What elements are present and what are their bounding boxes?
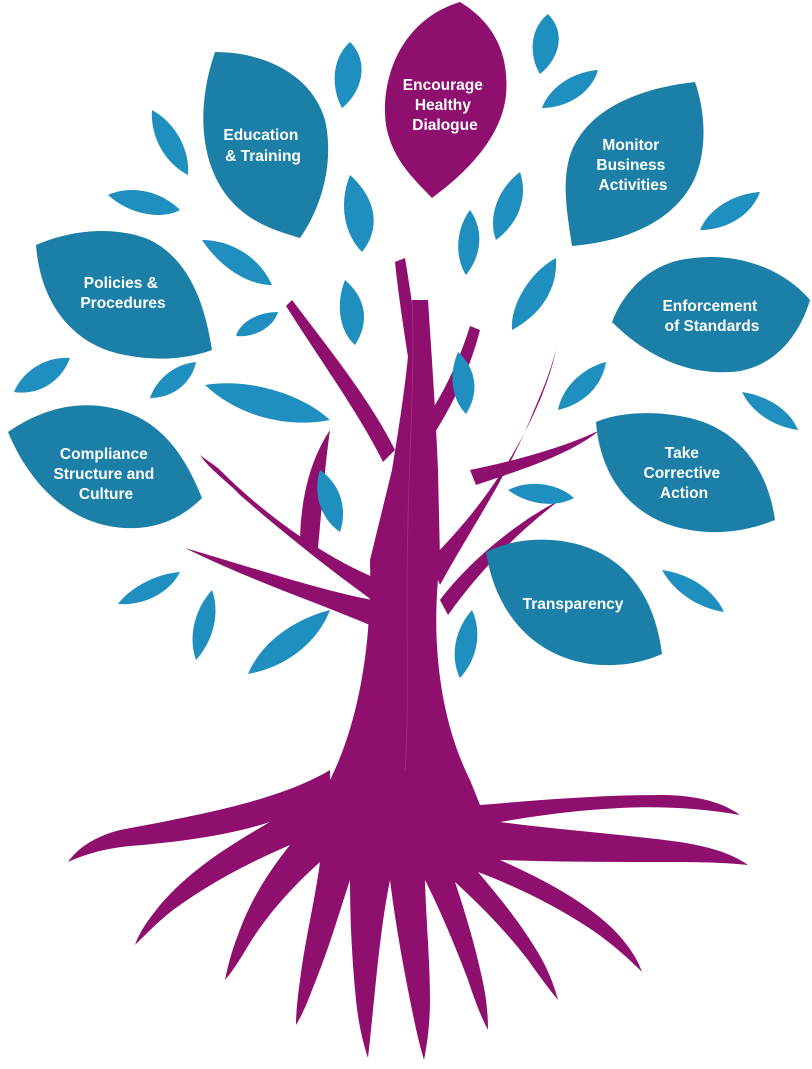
leaf-shape (565, 82, 704, 246)
branch-right-side (470, 430, 600, 485)
trunk (330, 300, 470, 780)
small-leaf (454, 610, 478, 678)
leaf-label-transparency: Transparency (523, 596, 624, 613)
leaf-shape (8, 405, 202, 529)
leaf-label-monitor-business: Monitor Business Activities (596, 137, 669, 194)
small-leaf (508, 483, 574, 504)
small-leaf (558, 362, 606, 410)
leaf-label-enforcement-standards: Enforcement of Standards (662, 298, 761, 335)
small-leaf (742, 392, 798, 430)
small-leaf (334, 42, 362, 108)
labeled-leaves: Encourage Healthy Dialogue Education & T… (8, 2, 810, 666)
branch-left (200, 455, 380, 600)
leaf-label-compliance-structure: Compliance Structure and Culture (53, 446, 158, 503)
small-leaf (458, 210, 480, 275)
leaf-encourage-dialogue[interactable]: Encourage Healthy Dialogue (384, 2, 507, 198)
leaf-compliance-structure[interactable]: Compliance Structure and Culture (8, 405, 202, 529)
small-leaf (150, 362, 196, 398)
leaf-label-education-training: Education & Training (223, 127, 302, 165)
leaf-label-policies-procedures: Policies & Procedures (80, 275, 165, 312)
small-leaf (452, 352, 475, 414)
small-leaf (236, 312, 278, 337)
leaf-monitor-business[interactable]: Monitor Business Activities (565, 82, 704, 246)
small-leaf (14, 357, 70, 393)
branch-center-left (286, 300, 395, 462)
branch-right (430, 350, 556, 585)
small-leaf (317, 470, 344, 532)
leaf-transparency[interactable]: Transparency (486, 539, 662, 666)
small-leaves (14, 14, 798, 678)
small-leaf (662, 570, 724, 612)
roots (68, 770, 748, 1060)
branch-center-right (420, 326, 480, 440)
leaf-shape (384, 2, 507, 198)
tree-trunk (68, 258, 748, 1060)
small-leaf (542, 70, 598, 108)
small-leaf (343, 175, 374, 252)
branch-left-up (300, 430, 330, 548)
leaf-shape (36, 230, 212, 359)
leaf-shape (203, 52, 329, 238)
leaf-label-encourage-dialogue: Encourage Healthy Dialogue (403, 77, 487, 134)
small-leaf (532, 14, 559, 74)
small-leaf (151, 110, 189, 175)
small-leaf (511, 258, 557, 330)
small-leaf (205, 383, 330, 423)
small-leaf (700, 192, 760, 230)
small-leaf (202, 240, 272, 285)
leaf-label-take-corrective-action: Take Corrective Action (644, 445, 725, 502)
small-leaf (118, 572, 180, 605)
leaf-shape (596, 413, 775, 533)
trunk-vein (404, 299, 414, 771)
branch-left-low (185, 548, 372, 625)
branch-right-low (440, 500, 560, 615)
leaf-policies-procedures[interactable]: Policies & Procedures (36, 230, 212, 359)
small-leaf (248, 610, 330, 674)
leaf-education-training[interactable]: Education & Training (203, 52, 329, 238)
leaf-take-corrective-action[interactable]: Take Corrective Action (596, 413, 775, 533)
small-leaf (192, 590, 216, 660)
leaf-shape (612, 256, 810, 373)
small-leaf (493, 172, 523, 240)
small-leaf (339, 280, 365, 345)
leaf-enforcement-standards[interactable]: Enforcement of Standards (612, 256, 810, 373)
leaf-shape (486, 539, 662, 666)
small-leaf (108, 190, 180, 215)
